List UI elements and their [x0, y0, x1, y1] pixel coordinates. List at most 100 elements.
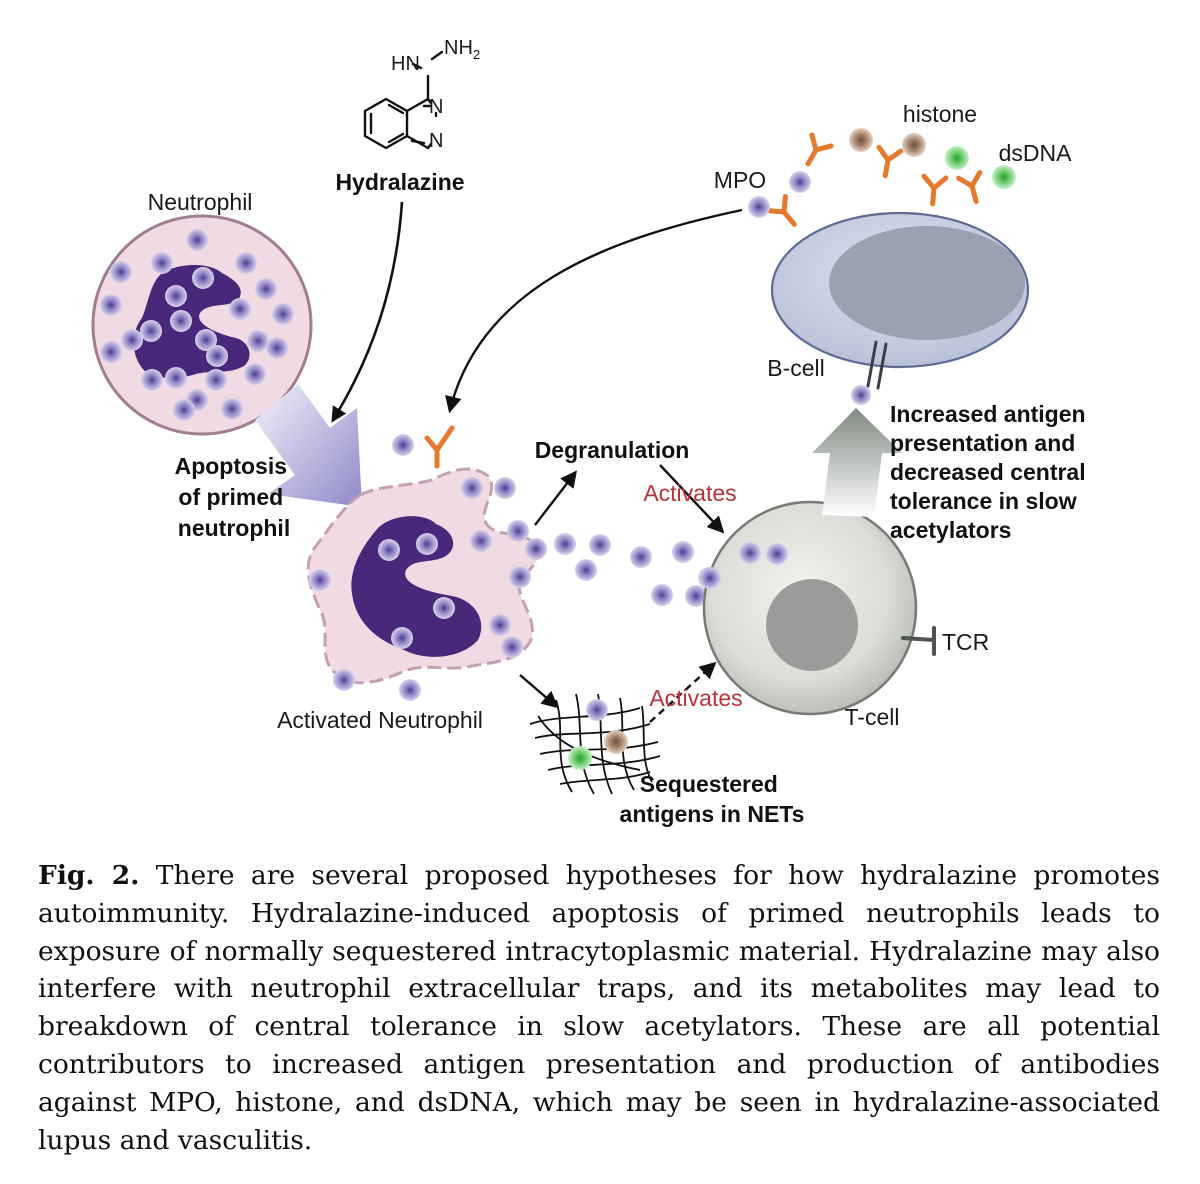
hydralazine-autoimmunity-diagram: HN NH2 N N Hydralazine Neutrophil Apopto… — [91, 37, 1092, 827]
t-cell-granule — [699, 567, 721, 589]
activated-neutrophil-granule — [333, 669, 355, 691]
apoptosis-arrow — [255, 384, 362, 507]
degranulation-arrow — [534, 470, 578, 526]
activated-neutrophil-granule — [416, 533, 438, 555]
activated-neutrophil-granule — [509, 566, 531, 588]
released-granule — [554, 533, 576, 555]
activates-lower-arrow — [649, 661, 717, 723]
neutrophil-granule — [272, 303, 294, 325]
neutrophil-granule — [110, 261, 132, 283]
activated-neutrophil-granule — [433, 597, 455, 619]
neutrophil-granule — [195, 329, 217, 351]
neutrophil-granule — [151, 252, 173, 274]
activates-upper-arrow — [659, 464, 725, 534]
released-granule — [630, 546, 652, 568]
activated-neutrophil-granule — [501, 636, 523, 658]
t-cell-granule — [766, 543, 788, 565]
activated-neutrophil-granule — [391, 627, 413, 649]
neutrophil-granule — [100, 294, 122, 316]
degranulation-label: Degranulation — [535, 437, 690, 463]
released-granule — [589, 534, 611, 556]
histone-label: histone — [903, 101, 977, 127]
sequestered-label: Sequestered antigens in NETs — [620, 771, 805, 827]
activates-upper-label: Activates — [643, 480, 736, 506]
released-granule — [399, 679, 421, 701]
hydralazine-arrow — [331, 201, 404, 423]
presentation-label: Increased antigen presentation and decre… — [890, 401, 1092, 543]
released-granule — [494, 477, 516, 499]
released-granule — [575, 559, 597, 581]
activated-neutrophil-granule — [461, 477, 483, 499]
neutrophil-granule — [141, 369, 163, 391]
released-granule — [685, 585, 707, 607]
t-cell-surface-granules — [699, 542, 788, 589]
neutrophil-granule — [165, 285, 187, 307]
presentation-arrow — [812, 408, 902, 517]
figure-caption: Fig. 2. There are several proposed hypot… — [38, 857, 1160, 1159]
b-cell-receptor — [866, 340, 888, 390]
antibody-icon — [766, 194, 797, 227]
activated-neutrophil-granule — [378, 539, 400, 561]
hydrazine-nh2-label: NH2 — [444, 37, 480, 62]
neutrophil-granule — [186, 229, 208, 251]
histone-granule-2 — [902, 133, 926, 157]
antibody-icon — [956, 170, 983, 204]
released-granule — [392, 434, 414, 456]
neutrophil-granules — [100, 229, 294, 421]
nets-histone-granule — [604, 730, 628, 754]
nets-arrow — [519, 674, 559, 709]
apoptosis-label: Apoptosis of primed neutrophil — [175, 453, 294, 541]
mpo-granule-2 — [789, 171, 811, 193]
figure-label: Fig. 2. — [38, 860, 140, 891]
b-cell-label: B-cell — [767, 355, 825, 381]
histone-granule-1 — [849, 128, 873, 152]
hydralazine-structure — [363, 50, 444, 150]
ring-n1-label: N — [429, 96, 443, 118]
neutrophil-granule — [121, 329, 143, 351]
released-granule — [672, 541, 694, 563]
t-cell-granule — [739, 542, 761, 564]
neutrophil-label: Neutrophil — [148, 189, 253, 215]
hydrazine-hn-label: HN — [391, 53, 420, 75]
dsdna-label: dsDNA — [999, 140, 1073, 166]
neutrophil-granule — [221, 398, 243, 420]
released-granule — [651, 584, 673, 606]
mpo-return-arrow — [445, 208, 743, 414]
caption-text: There are several proposed hypotheses fo… — [38, 860, 1161, 1156]
dsdna-granule-1 — [945, 146, 969, 170]
released-granule — [525, 538, 547, 560]
activated-neutrophil-granule — [489, 614, 511, 636]
tcr-receptor — [901, 626, 936, 656]
activates-lower-label: Activates — [649, 685, 742, 711]
neutrophil-granule — [170, 310, 192, 332]
neutrophil-granule — [173, 399, 195, 421]
neutrophil-granule — [255, 278, 277, 300]
neutrophil-granule — [229, 298, 251, 320]
neutrophil-granule — [206, 345, 228, 367]
neutrophil-granule — [205, 369, 227, 391]
neutrophil-granule — [165, 367, 187, 389]
bound-antibody-neutrophil — [424, 425, 455, 469]
b-cell-antibodies — [766, 132, 983, 227]
neutrophil-granule — [247, 330, 269, 352]
antibody-icon — [805, 132, 834, 167]
t-cell-label: T-cell — [845, 704, 900, 730]
nets-dsdna-granule — [568, 746, 592, 770]
released-granule — [507, 520, 529, 542]
neutrophil-granule — [244, 363, 266, 385]
activated-neutrophil-label: Activated Neutrophil — [277, 707, 483, 733]
b-cell-presented-granule — [851, 385, 871, 405]
neutrophil-granule — [192, 267, 214, 289]
tcr-label: TCR — [942, 629, 989, 655]
mpo-granule-1 — [748, 196, 770, 218]
neutrophil-granule — [140, 320, 162, 342]
neutrophil-granule — [266, 337, 288, 359]
b-cell-nucleus — [829, 226, 1025, 340]
dsdna-granule-2 — [992, 165, 1016, 189]
neutrophil-granule — [235, 252, 257, 274]
neutrophil-granule — [100, 341, 122, 363]
antibody-icon — [921, 173, 949, 207]
activated-neutrophil-granule — [470, 530, 492, 552]
activated-neutrophil-granules — [309, 477, 531, 691]
antibody-icon — [876, 144, 904, 179]
